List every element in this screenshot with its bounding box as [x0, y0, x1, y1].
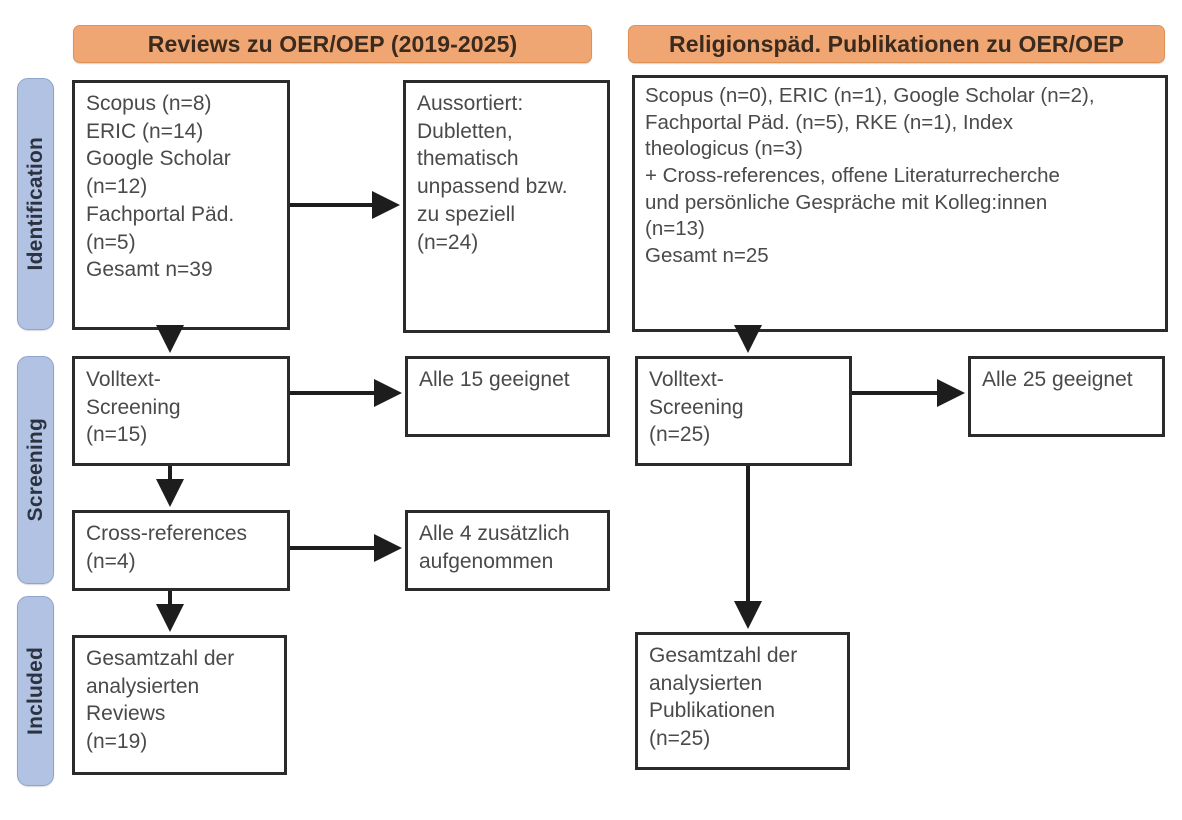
stage-pill-identification: Identification — [17, 78, 54, 330]
box-religionspaed-fulltext-screening: Volltext- Screening (n=25) — [635, 356, 852, 466]
column-header-religionspaed: Religionspäd. Publikationen zu OER/OEP — [628, 25, 1165, 63]
stage-label-included: Included — [23, 647, 47, 735]
stage-pill-screening: Screening — [17, 356, 54, 584]
box-reviews-fulltext-screening: Volltext- Screening (n=15) — [72, 356, 290, 466]
column-header-reviews: Reviews zu OER/OEP (2019-2025) — [73, 25, 592, 63]
box-religionspaed-sources: Scopus (n=0), ERIC (n=1), Google Scholar… — [632, 75, 1168, 332]
stage-pill-included: Included — [17, 596, 54, 786]
box-reviews-fulltext-result: Alle 15 geeignet — [405, 356, 610, 437]
box-religionspaed-fulltext-result: Alle 25 geeignet — [968, 356, 1165, 437]
box-reviews-crossreferences: Cross-references (n=4) — [72, 510, 290, 591]
stage-label-screening: Screening — [23, 418, 47, 522]
box-religionspaed-included-total: Gesamtzahl der analysierten Publikatione… — [635, 632, 850, 770]
box-reviews-excluded: Aussortiert: Dubletten, thematisch unpas… — [403, 80, 610, 333]
stage-label-identification: Identification — [23, 137, 47, 271]
box-reviews-sources: Scopus (n=8) ERIC (n=14) Google Scholar … — [72, 80, 290, 330]
box-reviews-crossreferences-result: Alle 4 zusätzlich aufgenommen — [405, 510, 610, 591]
box-reviews-included-total: Gesamtzahl der analysierten Reviews (n=1… — [72, 635, 287, 775]
